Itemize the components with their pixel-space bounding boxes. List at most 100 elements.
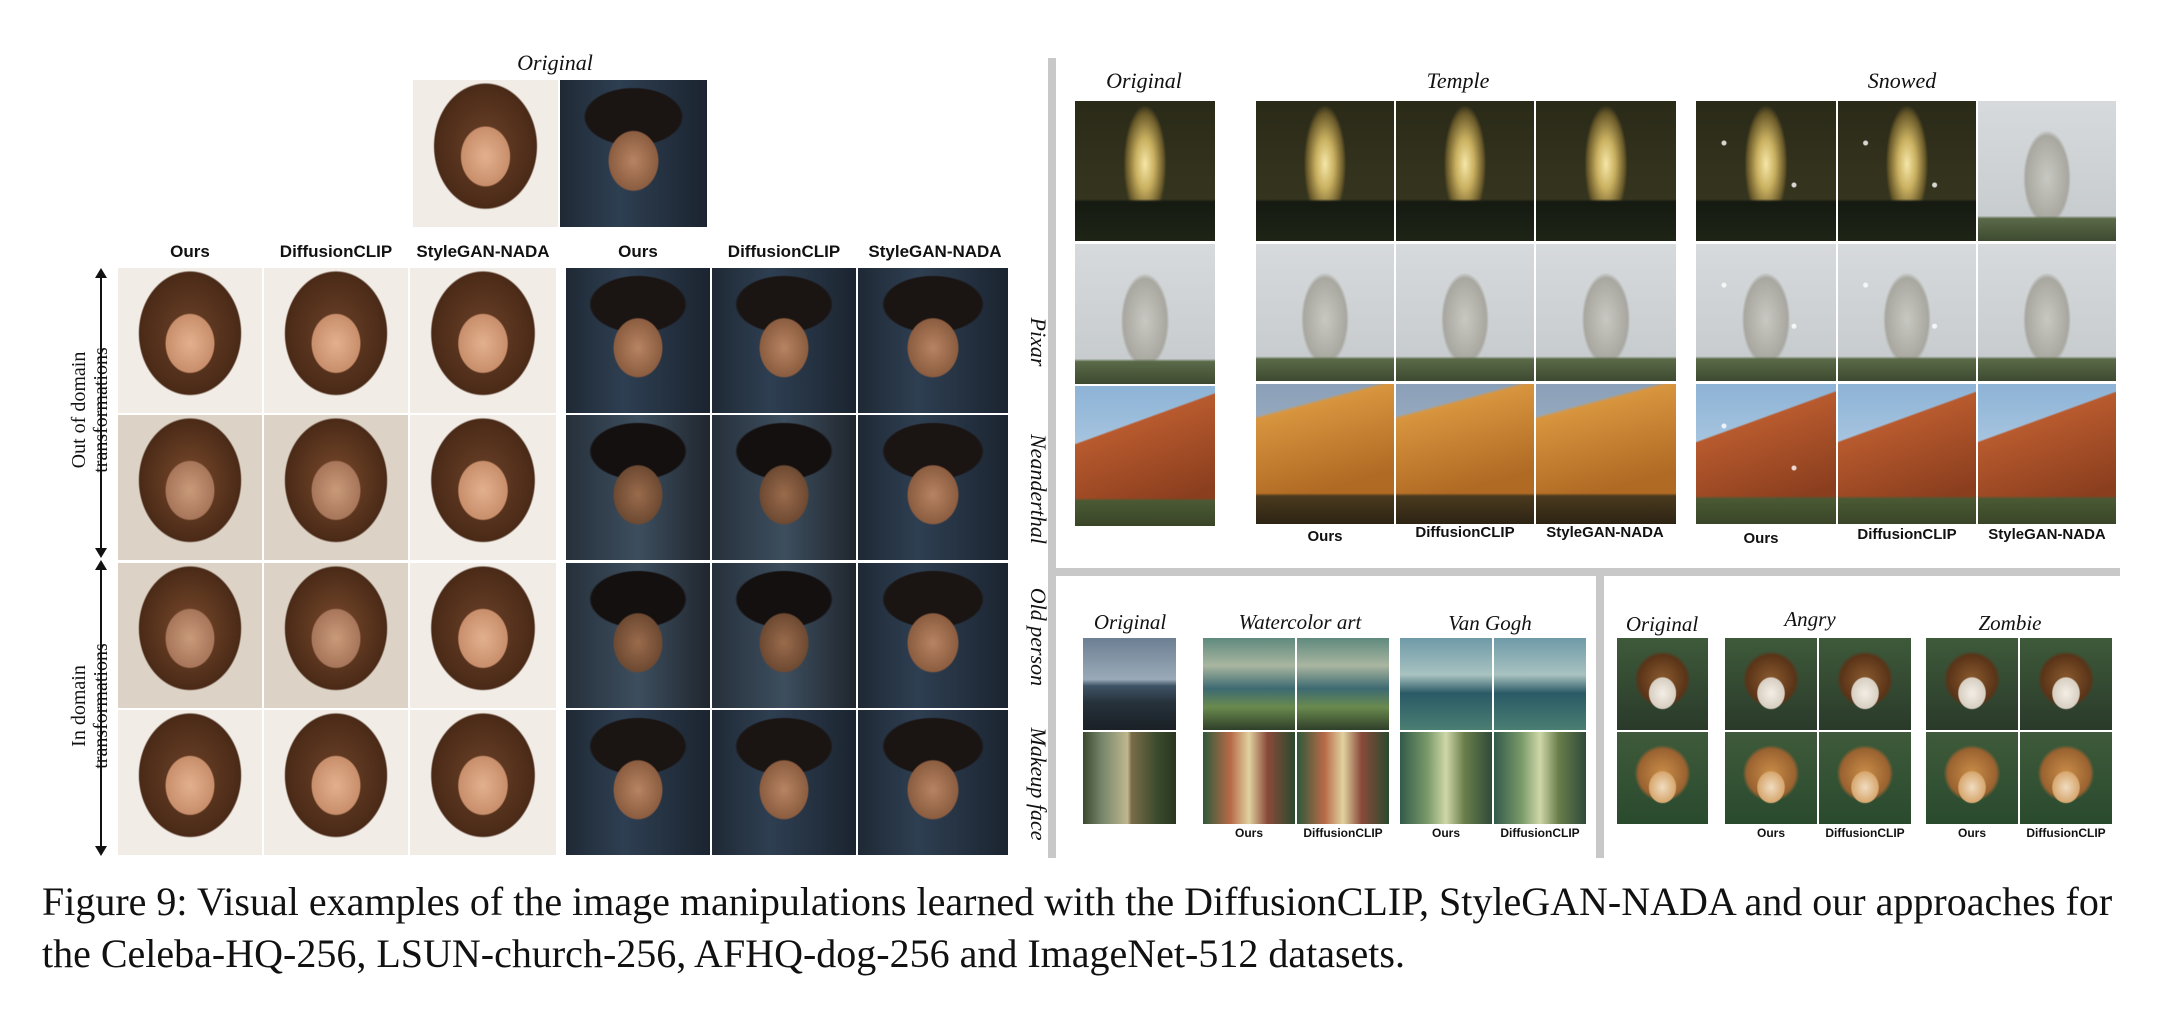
church-image <box>1838 101 1976 241</box>
imagenet-title-van-gogh: Van Gogh <box>1448 611 1532 635</box>
dog-title-zombie: Zombie <box>1978 611 2042 635</box>
church-method-footer: StyleGAN-NADA <box>1988 526 2106 543</box>
method-header: DiffusionCLIP <box>727 242 841 261</box>
face-original-man <box>560 80 707 227</box>
arrow-up-icon <box>95 560 107 570</box>
dog-image <box>1819 638 1911 730</box>
church-image <box>1978 244 2116 381</box>
imagenet-image <box>1083 732 1176 824</box>
vertical-divider-bottom <box>1596 576 1604 858</box>
church-title-original: Original <box>1106 68 1182 93</box>
dog-image <box>2020 732 2112 824</box>
church-image <box>1978 101 2116 241</box>
group-label-in-domain: In domain transformations <box>68 643 112 769</box>
imagenet-image <box>1297 732 1389 824</box>
church-image <box>1256 101 1394 241</box>
face-result <box>858 268 1008 413</box>
face-result <box>118 415 262 560</box>
face-result <box>566 415 710 560</box>
church-image <box>1075 244 1215 384</box>
dog-method-footer: DiffusionCLIP <box>1825 826 1905 840</box>
dog-image <box>1819 732 1911 824</box>
method-header: Ours <box>170 242 210 261</box>
church-method-footer: DiffusionCLIP <box>1415 524 1515 541</box>
method-header: Ours <box>618 242 658 261</box>
church-image <box>1396 384 1534 524</box>
church-title-temple: Temple <box>1426 68 1490 93</box>
dog-method-footer: DiffusionCLIP <box>2026 826 2106 840</box>
group-arrow-out <box>100 270 102 553</box>
method-header: StyleGAN-NADA <box>868 242 1002 261</box>
imagenet-title-watercolor: Watercolor art <box>1238 610 1362 634</box>
church-image <box>1696 244 1836 381</box>
church-image <box>1978 384 2116 524</box>
dog-title-original: Original <box>1625 612 1699 636</box>
group-arrow-in <box>100 562 102 852</box>
arrow-down-icon <box>95 548 107 558</box>
vertical-divider <box>1048 58 1056 858</box>
imagenet-method-footer: Ours <box>1234 826 1263 840</box>
church-image <box>1536 244 1676 381</box>
church-image <box>1075 386 1215 526</box>
church-image <box>1256 244 1394 381</box>
dog-image <box>1725 638 1817 730</box>
church-image <box>1396 101 1534 241</box>
imagenet-method-footer: DiffusionCLIP <box>1303 826 1383 840</box>
method-header: StyleGAN-NADA <box>416 242 550 261</box>
dog-image <box>1926 732 2018 824</box>
face-result <box>566 710 710 855</box>
imagenet-image <box>1083 638 1176 730</box>
face-result <box>118 268 262 413</box>
imagenet-method-footer: Ours <box>1431 826 1460 840</box>
imagenet-image <box>1203 732 1295 824</box>
church-method-footer: StyleGAN-NADA <box>1546 524 1664 541</box>
church-image <box>1075 101 1215 241</box>
church-method-footer: Ours <box>1307 528 1343 545</box>
imagenet-image <box>1494 638 1586 730</box>
dog-image <box>1725 732 1817 824</box>
face-original-woman <box>413 80 558 227</box>
imagenet-image <box>1297 638 1389 730</box>
church-image <box>1536 384 1676 524</box>
dog-method-footer: Ours <box>1957 826 1986 840</box>
imagenet-image <box>1400 732 1492 824</box>
church-method-footer: DiffusionCLIP <box>1857 526 1957 543</box>
imagenet-title-original: Original <box>1093 610 1167 634</box>
imagenet-image <box>1494 732 1586 824</box>
imagenet-image <box>1400 638 1492 730</box>
face-result <box>712 710 856 855</box>
face-result <box>566 268 710 413</box>
imagenet-method-footer: DiffusionCLIP <box>1500 826 1580 840</box>
face-result <box>566 563 710 708</box>
face-result <box>858 415 1008 560</box>
church-image <box>1838 244 1976 381</box>
face-result <box>410 415 556 560</box>
church-image <box>1536 101 1676 241</box>
figure-caption: Figure 9: Visual examples of the image m… <box>42 879 2113 976</box>
face-result <box>712 563 856 708</box>
dog-image <box>1926 638 2018 730</box>
face-result <box>264 563 408 708</box>
church-image <box>1696 101 1836 241</box>
faces-original-title: Original <box>517 50 593 75</box>
face-result <box>118 710 262 855</box>
church-image <box>1256 384 1394 524</box>
church-image <box>1696 384 1836 524</box>
group-label-out-of-domain: Out of domain transformations <box>68 347 112 473</box>
face-result <box>410 268 556 413</box>
method-header: DiffusionCLIP <box>279 242 393 261</box>
dog-image <box>1617 638 1708 730</box>
face-result <box>264 268 408 413</box>
face-result <box>712 415 856 560</box>
church-image <box>1396 244 1534 381</box>
face-result <box>264 415 408 560</box>
imagenet-image <box>1203 638 1295 730</box>
dog-title-angry: Angry <box>1784 607 1836 631</box>
church-method-footer: Ours <box>1743 530 1779 547</box>
arrow-down-icon <box>95 846 107 856</box>
dog-method-footer: Ours <box>1756 826 1785 840</box>
horizontal-divider <box>1056 568 2120 576</box>
dog-image <box>2020 638 2112 730</box>
dog-image <box>1617 732 1708 824</box>
face-result <box>410 563 556 708</box>
